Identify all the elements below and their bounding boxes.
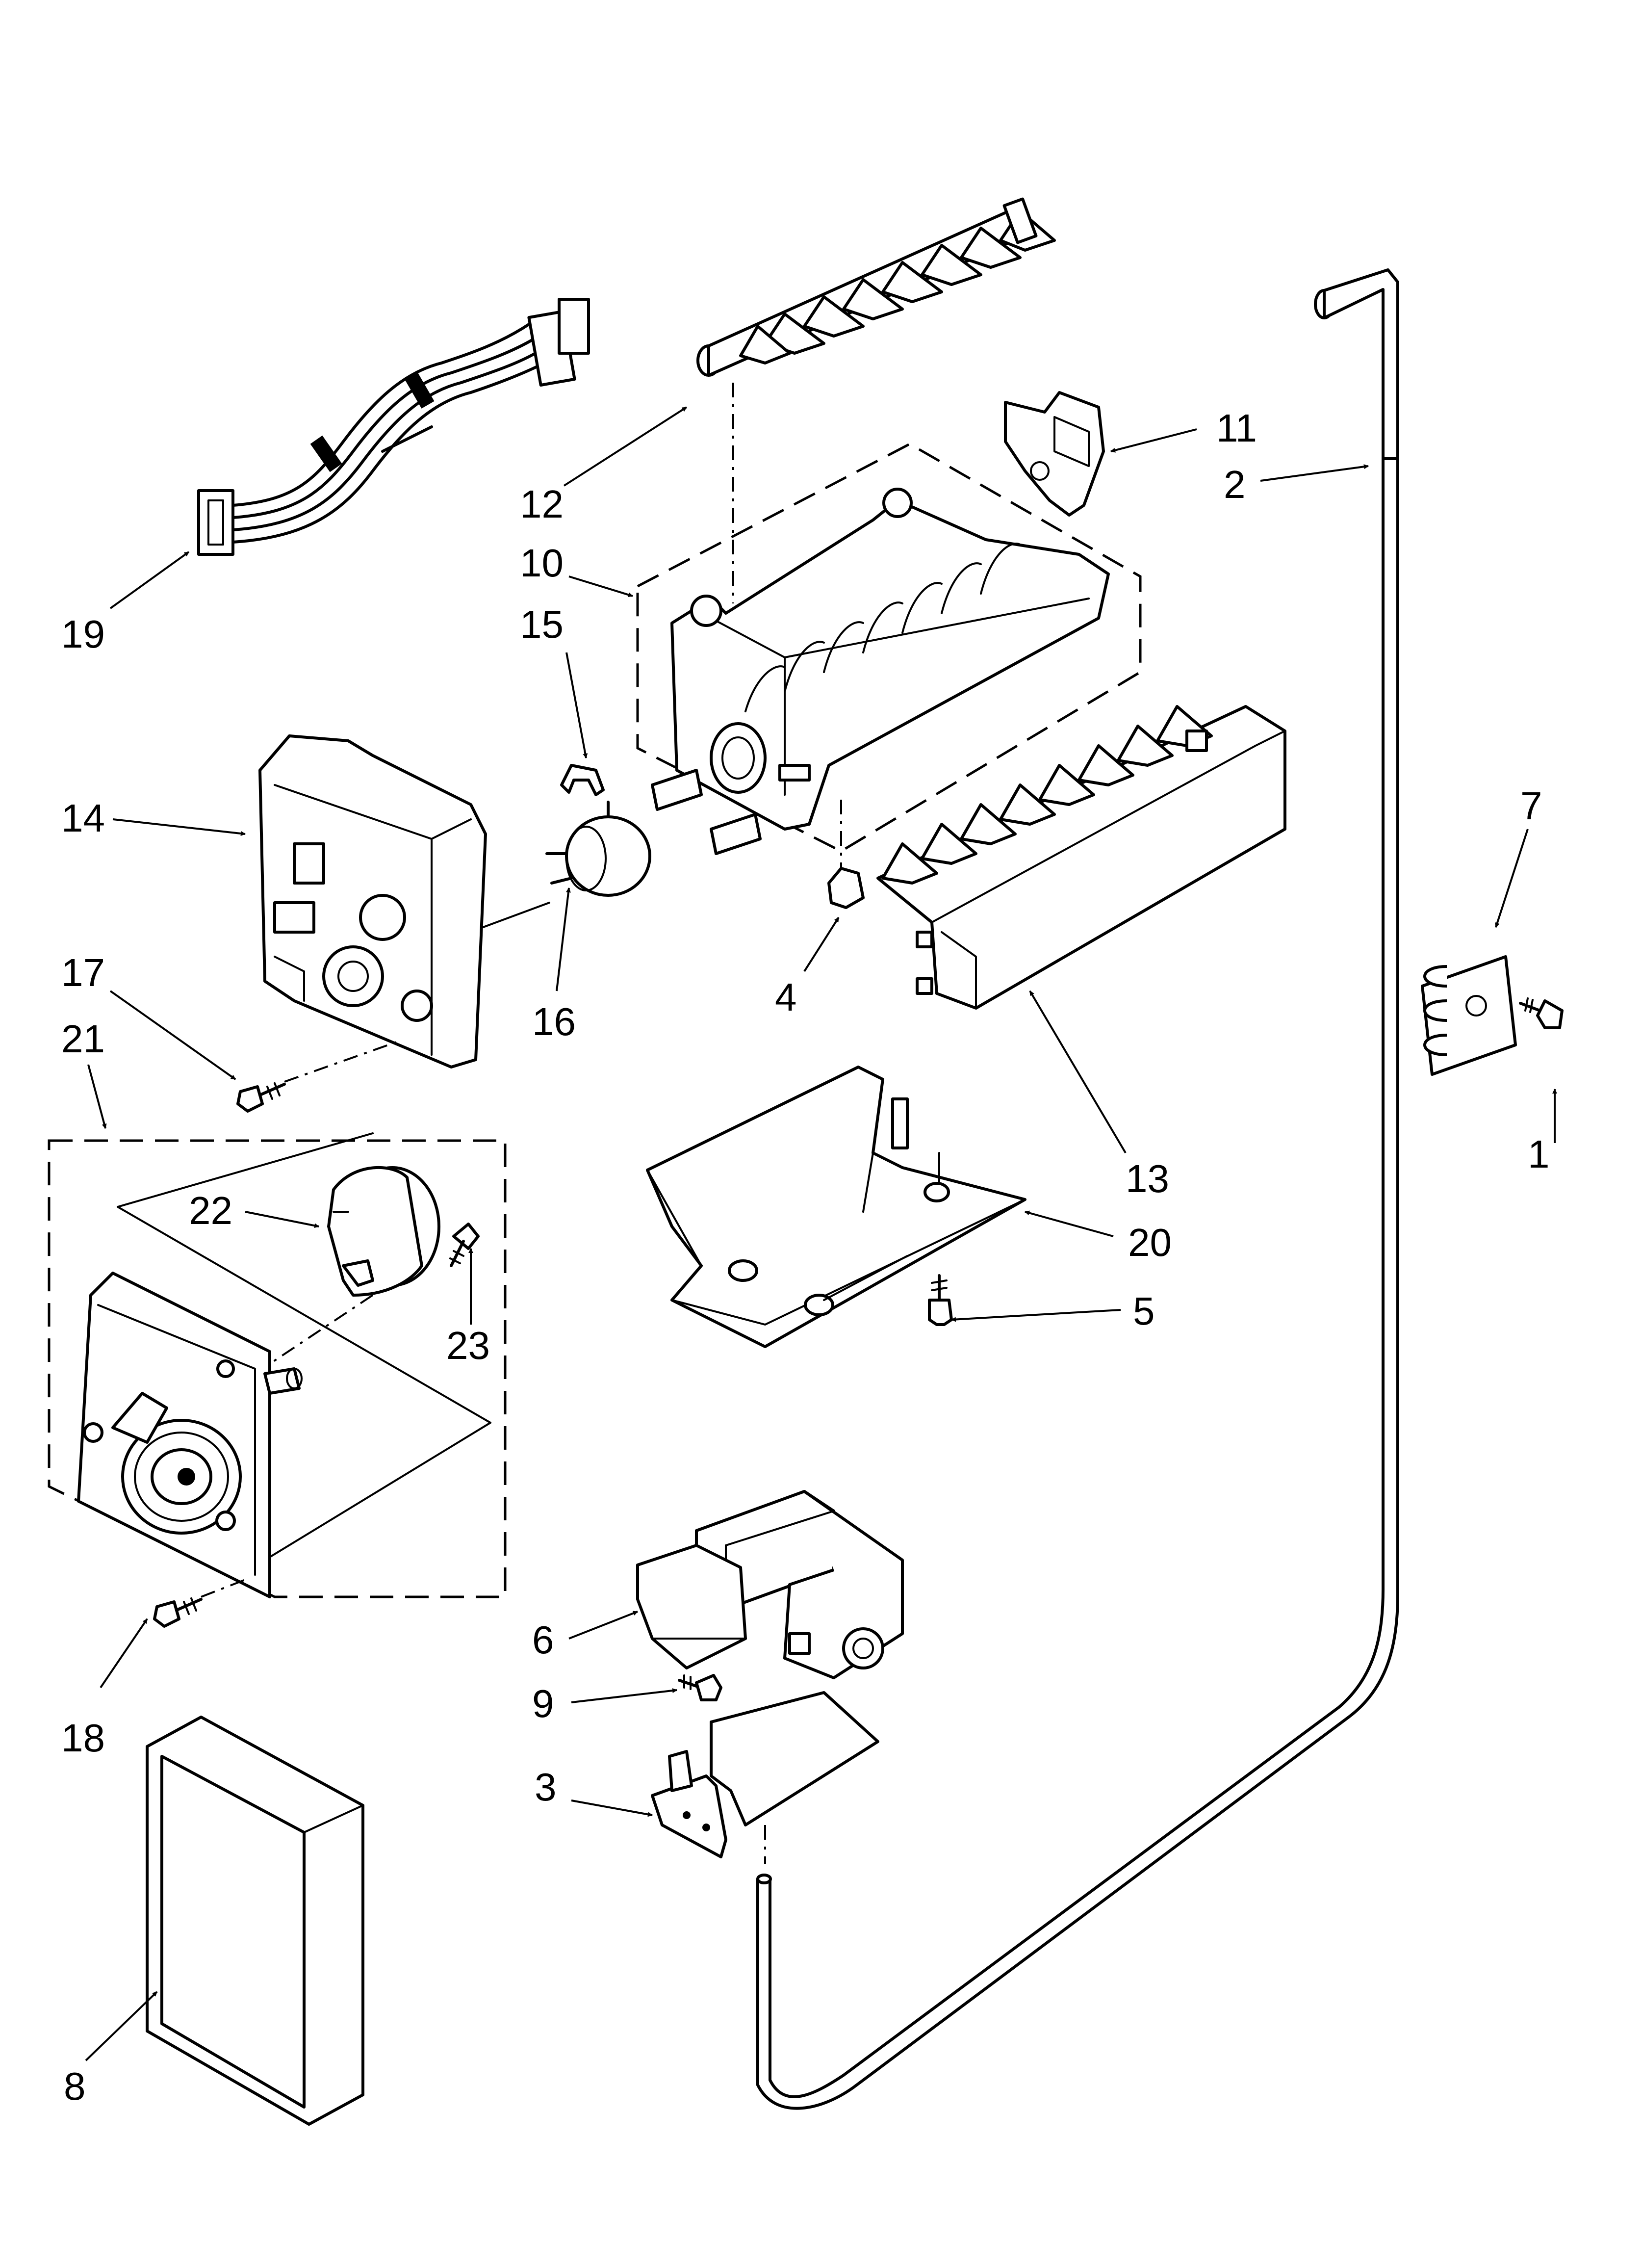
part-21-motor-plate [77, 1272, 303, 1598]
part-20-bracket [646, 1066, 1026, 1348]
part-13-cover [876, 705, 1286, 1010]
part-7-clamp [1421, 955, 1517, 1076]
callout-13: 13 [1126, 1157, 1169, 1200]
part-10-mold-boundary [636, 443, 1142, 853]
callout-12: 12 [520, 482, 564, 526]
part-2-fill-tube [756, 268, 1399, 2110]
part-14-housing [258, 734, 487, 1069]
callout-16: 16 [532, 1000, 576, 1043]
part-6-valve [636, 1490, 904, 1679]
part-18-screw [153, 1579, 246, 1628]
callout-labels: 1 2 3 4 5 6 7 8 9 10 11 12 13 14 15 16 1… [61, 406, 1550, 2108]
part-8-insulation [146, 1716, 364, 2126]
callout-20: 20 [1128, 1221, 1172, 1264]
callout-17: 17 [61, 951, 105, 994]
callout-15: 15 [520, 602, 564, 646]
callout-6: 6 [532, 1618, 554, 1662]
part-21-motor-assembly-boundary [48, 1139, 507, 1598]
callout-23: 23 [446, 1324, 490, 1367]
part-23-screw [449, 1223, 480, 1267]
callout-10: 10 [520, 541, 564, 585]
callout-2: 2 [1224, 463, 1246, 506]
part-1-screw [1519, 997, 1564, 1029]
part-11-bearing [1004, 391, 1105, 517]
callout-1: 1 [1528, 1132, 1550, 1176]
callout-21: 21 [61, 1017, 105, 1061]
part-19-wire-harness [197, 298, 590, 556]
callout-11: 11 [1216, 406, 1257, 450]
part-3-bracket [651, 1691, 879, 1858]
part-15-clip [560, 764, 605, 796]
callout-14: 14 [61, 796, 105, 840]
callout-7: 7 [1520, 784, 1542, 828]
part-16-thermostat [545, 801, 651, 897]
callout-4: 4 [775, 975, 797, 1019]
callout-18: 18 [61, 1716, 105, 1760]
callout-8: 8 [64, 2064, 86, 2108]
callout-5: 5 [1133, 1289, 1155, 1333]
callout-3: 3 [535, 1765, 557, 1809]
callout-22: 22 [189, 1189, 232, 1232]
callout-19: 19 [61, 612, 105, 656]
part-17-screw [236, 1039, 403, 1113]
leader-lines [85, 406, 1557, 2061]
part-5-screw [928, 1274, 953, 1326]
part-4-clip [827, 800, 865, 909]
callout-9: 9 [532, 1682, 554, 1725]
part-10-mold [651, 488, 1110, 855]
part-22-motor [327, 1166, 440, 1297]
part-12-ejector [696, 197, 1056, 377]
part-9-screw [678, 1674, 722, 1701]
